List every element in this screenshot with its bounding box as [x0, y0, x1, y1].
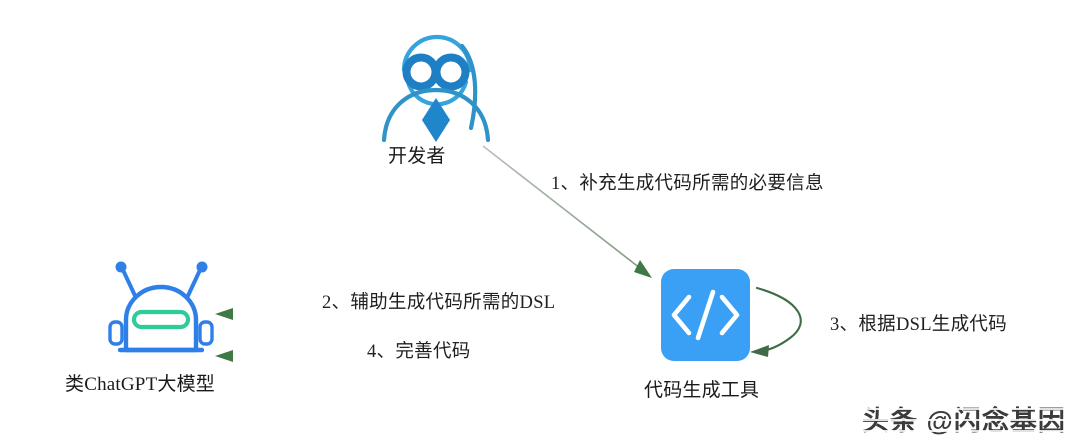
- node-label-developer: 开发者: [388, 146, 446, 167]
- watermark-strike-line: [860, 408, 1076, 410]
- edge-label-3: 3、根据DSL生成代码: [830, 315, 1007, 335]
- node-label-llm: 类ChatGPT大模型: [65, 374, 215, 395]
- code-brackets-icon: [661, 269, 750, 361]
- edge-3-arrow: [750, 286, 802, 357]
- edge-label-4: 4、完善代码: [367, 342, 471, 362]
- node-label-code-tool: 代码生成工具: [644, 380, 760, 401]
- edge-2-arrow: [215, 308, 660, 320]
- watermark-strike-line: [860, 430, 1076, 432]
- edge-1-arrow: [482, 145, 652, 278]
- developer-person-icon: [381, 34, 491, 143]
- robot-icon: [108, 261, 214, 353]
- edge-4-arrow: [215, 350, 660, 362]
- edge-label-1: 1、补充生成代码所需的必要信息: [551, 174, 824, 194]
- edge-label-2: 2、辅助生成代码所需的DSL: [322, 293, 556, 313]
- watermark-strike-line: [860, 419, 1076, 421]
- watermark: 头条 @闪念基因: [860, 399, 1076, 439]
